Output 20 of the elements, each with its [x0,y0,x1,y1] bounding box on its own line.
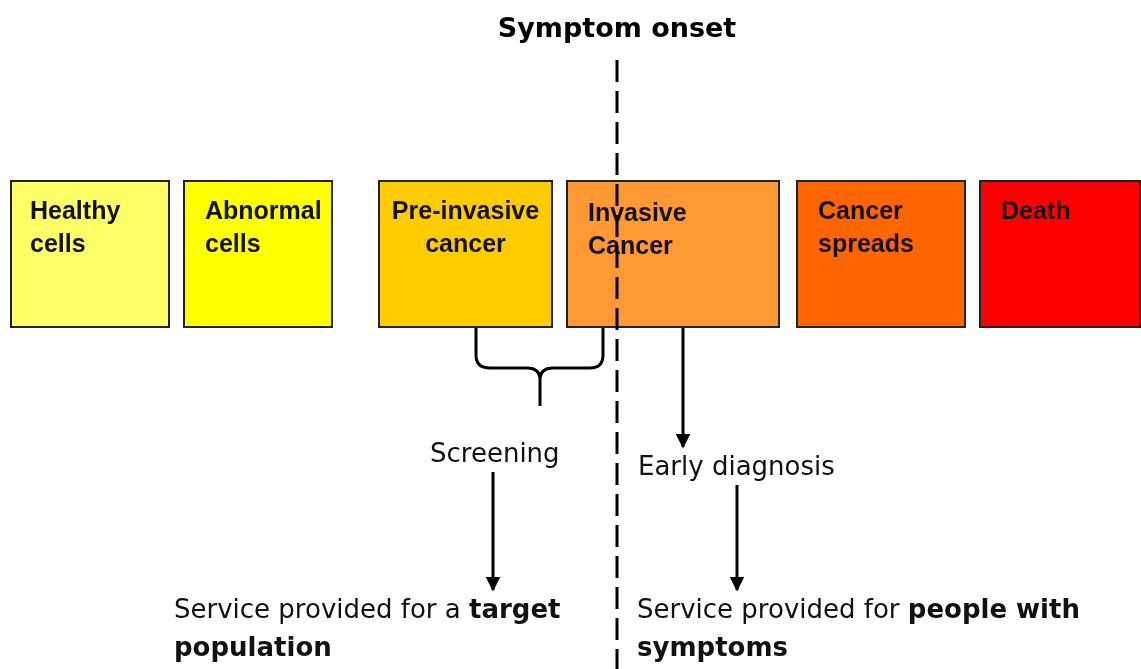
service-description: Service provided for people with symptoms [637,590,1127,666]
symptom-onset-label: Symptom onset [496,11,738,45]
stage-box [378,180,553,328]
stage-box [979,180,1141,328]
arrow [729,485,745,592]
stage-box [183,180,333,328]
service-description: Service provided for a target population [174,590,604,666]
arrow [485,472,501,592]
early-diagnosis-label: Early diagnosis [638,447,868,485]
arrow [675,328,691,449]
stage-label: Invasive Cancer [588,197,688,261]
stage-label: Cancer spreads [818,195,915,259]
screening-label: Screening [430,434,580,472]
stage-label: Healthy cells [30,195,122,259]
stage-label: Pre-invasive cancer [390,195,541,259]
stage-box [566,180,780,328]
stage-label: Abnormal cells [205,195,323,259]
stage-box [796,180,966,328]
stage-box [10,180,170,328]
stage-label: Death [1001,195,1072,226]
